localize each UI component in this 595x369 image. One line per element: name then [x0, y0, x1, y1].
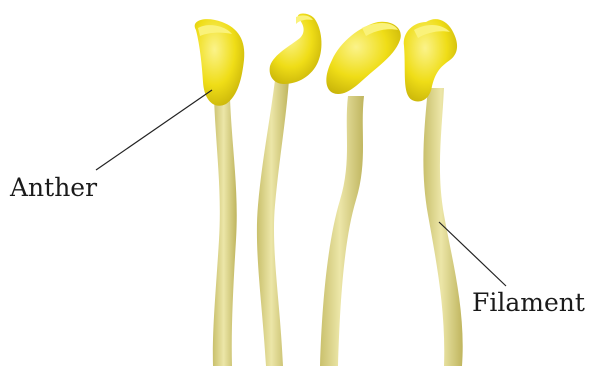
- anther-label: Anther: [9, 173, 97, 202]
- stamen-1: [195, 19, 245, 366]
- filament-2: [257, 80, 289, 366]
- stamen-2: [257, 14, 322, 367]
- filament-3: [320, 96, 364, 366]
- filament-4: [423, 88, 462, 366]
- filament-label: Filament: [472, 288, 585, 317]
- stamen-3: [320, 22, 401, 366]
- anther-3: [326, 22, 400, 94]
- filament-1: [213, 98, 237, 366]
- anther-leader-line: [96, 90, 212, 170]
- anther-2: [270, 14, 322, 85]
- stamen-4: [404, 19, 463, 366]
